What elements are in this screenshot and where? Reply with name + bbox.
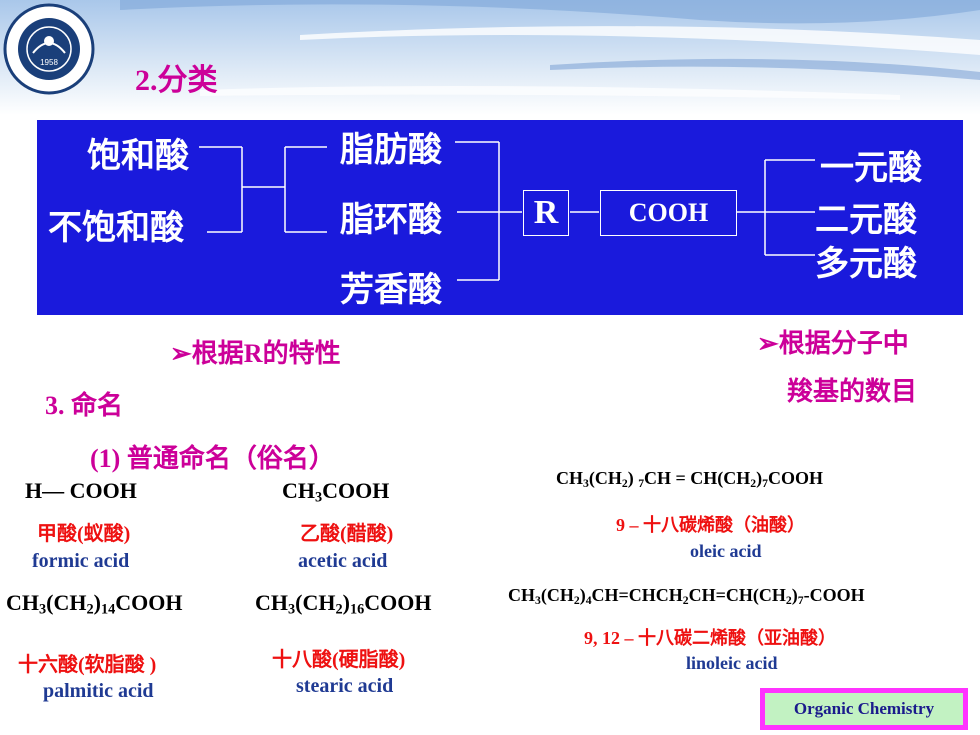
naming-heading: 3. 命名 — [45, 391, 124, 420]
unsaturated-acid-label: 不饱和酸 — [48, 208, 184, 248]
alicyclic-acid-label: 脂环酸 — [340, 200, 442, 240]
saturated-acid-label: 饱和酸 — [87, 136, 189, 176]
acid-name-chinese: 甲酸(蚁酸) — [37, 523, 131, 545]
arrow-bullet-icon: ➢ — [170, 339, 192, 368]
acid-name-chinese: 乙酸(醋酸) — [300, 523, 394, 545]
polycarboxylic-acid-label: 多元酸 — [815, 244, 917, 284]
dicarboxylic-acid-label: 二元酸 — [815, 200, 917, 240]
acid-name-chinese: 十六酸(软脂酸 ) — [18, 654, 157, 676]
r-group-box: R — [523, 190, 569, 236]
footer-label: Organic Chemistry — [765, 693, 963, 725]
carboxyl-box: COOH — [600, 190, 737, 236]
acid-name-english: palmitic acid — [43, 680, 154, 702]
formula-formic-acid: H— COOH — [25, 478, 137, 503]
criterion-by-r: ➢根据R的特性 — [170, 339, 341, 368]
aromatic-acid-label: 芳香酸 — [340, 270, 442, 310]
arrow-bullet-icon: ➢ — [757, 329, 779, 358]
footer-badge: Organic Chemistry — [760, 688, 968, 730]
university-logo: 1958 — [3, 3, 95, 95]
formula-acetic-acid: CH3COOH — [282, 478, 390, 506]
acid-name-english: stearic acid — [296, 675, 394, 697]
sky-banner — [0, 0, 980, 115]
aliphatic-acid-label: 脂肪酸 — [340, 130, 442, 170]
formula-palmitic-acid: CH3(CH2)14COOH — [6, 590, 183, 618]
criterion-by-carboxyl-count-line2: 羧基的数目 — [787, 377, 918, 406]
classification-diagram: 饱和酸 不饱和酸 脂肪酸 脂环酸 芳香酸 R COOH 一元酸 二元酸 多元酸 — [37, 120, 963, 315]
formula-oleic-acid: CH3(CH2) 7CH = CH(CH2)7COOH — [556, 468, 823, 490]
formula-linoleic-acid: CH3(CH2)4CH=CHCH2CH=CH(CH2)7-COOH — [508, 585, 865, 607]
section-title: 2.分类 — [135, 64, 218, 97]
criterion-by-carboxyl-count: ➢根据分子中 — [757, 329, 909, 358]
acid-name-english: acetic acid — [298, 550, 388, 572]
common-naming-subheading: (1) 普通命名（俗名） — [90, 444, 335, 473]
connector-lines — [199, 141, 815, 281]
acid-name-chinese: 十八酸(硬脂酸) — [272, 649, 406, 671]
acid-name-english: oleic acid — [690, 541, 762, 561]
monocarboxylic-acid-label: 一元酸 — [820, 148, 922, 188]
acid-name-chinese: 9, 12 – 十八碳二烯酸（亚油酸） — [584, 628, 836, 648]
logo-year: 1958 — [40, 58, 58, 67]
acid-name-chinese: 9 – 十八碳烯酸（油酸） — [616, 515, 805, 535]
acid-name-english: linoleic acid — [686, 653, 778, 673]
formula-stearic-acid: CH3(CH2)16COOH — [255, 590, 432, 618]
acid-name-english: formic acid — [32, 550, 130, 572]
